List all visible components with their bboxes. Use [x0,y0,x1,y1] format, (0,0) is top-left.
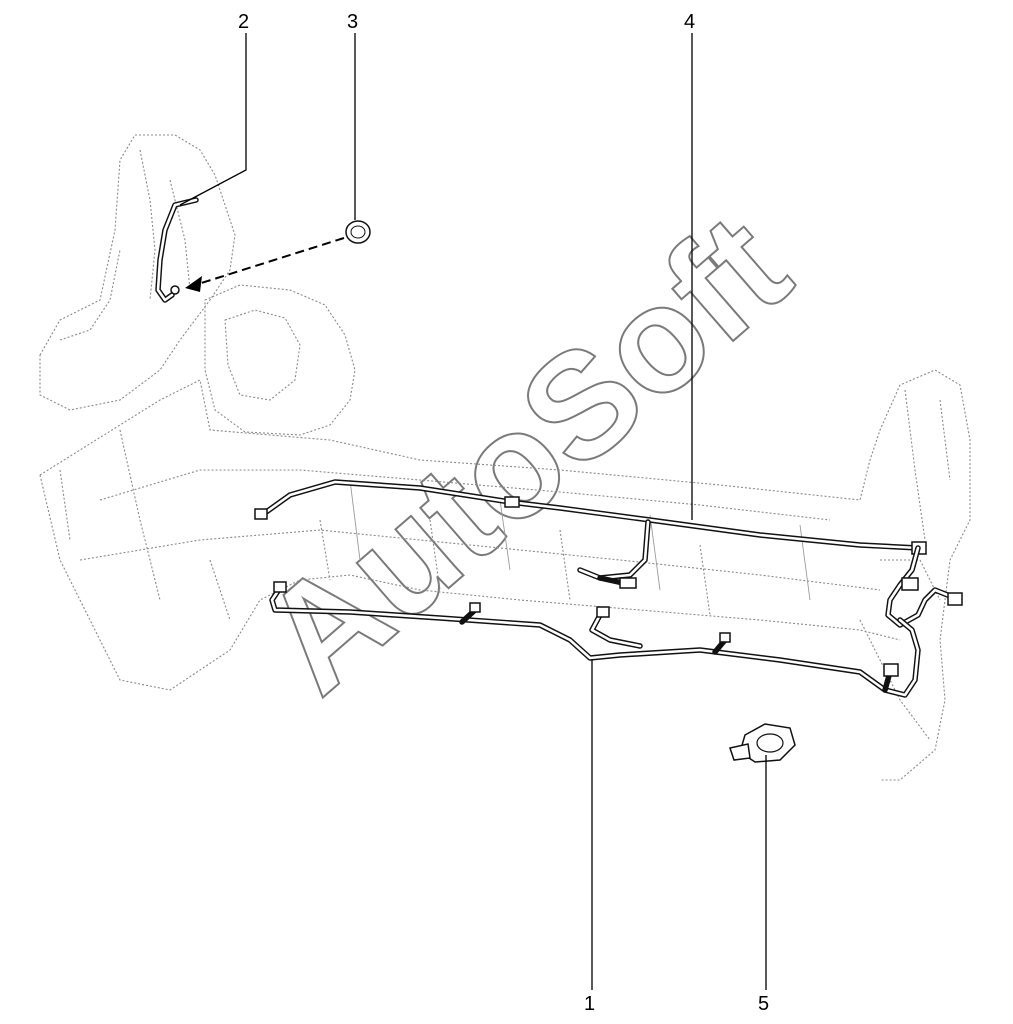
part-3-grommet [185,220,371,292]
callout-3: 3 [347,11,358,33]
callout-labels: 2 3 4 1 5 [238,11,769,1015]
part-1-lower-harness [269,581,921,698]
callout-1: 1 [584,993,595,1015]
part-5-connector [729,723,796,763]
leader-lines [179,33,767,990]
callout-5: 5 [758,993,769,1015]
callout-2: 2 [238,11,249,33]
leader-2 [179,33,247,206]
callout-4: 4 [684,11,695,33]
watermark: AutoSoft [231,182,819,724]
vehicle-body-outline [39,134,971,781]
part-4-upper-harness [254,479,963,628]
part-2-pillar-harness [155,197,199,303]
